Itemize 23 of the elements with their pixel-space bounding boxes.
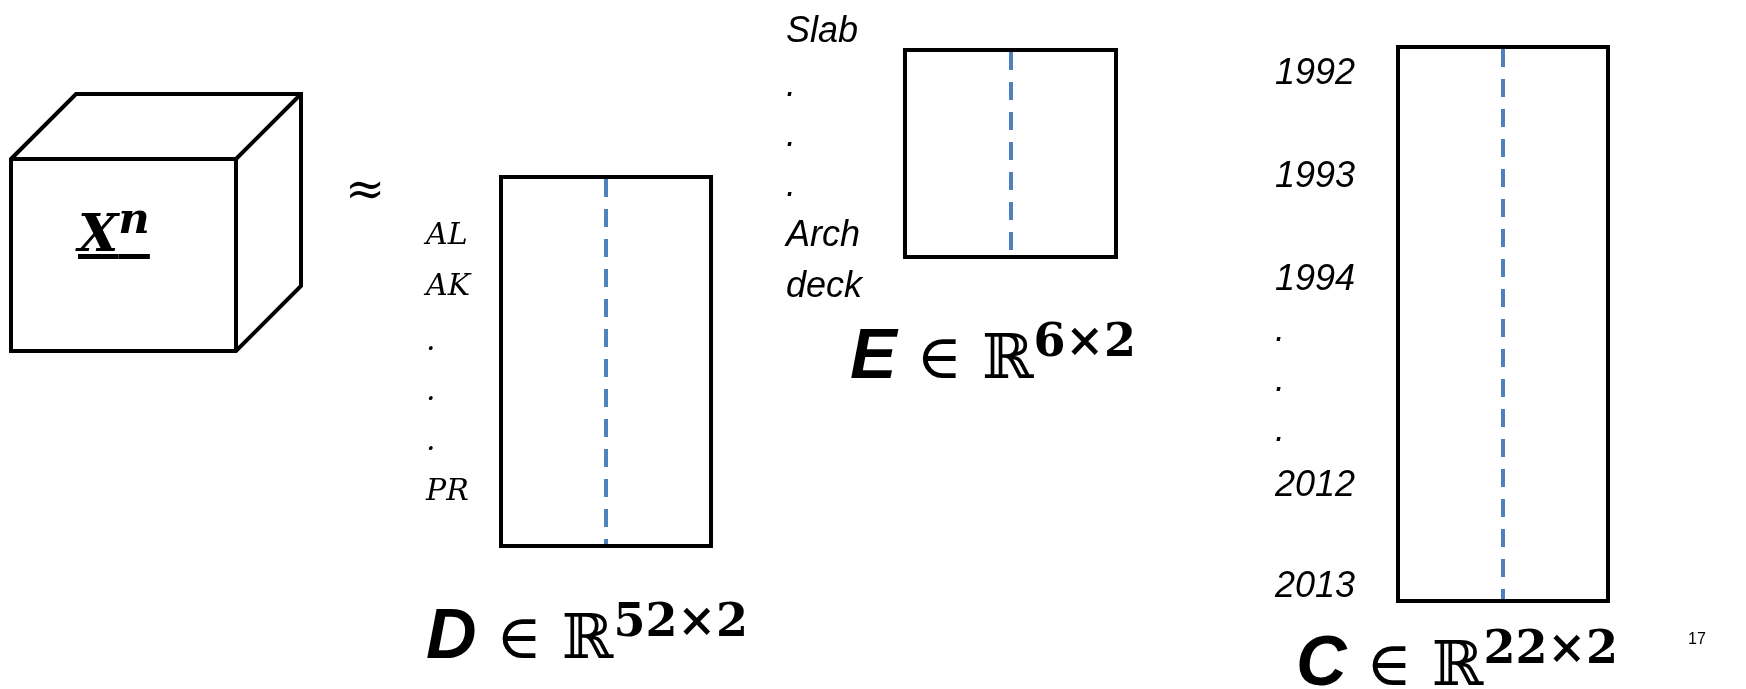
row-label: . (426, 421, 436, 459)
row-label: . (786, 114, 796, 154)
row-label: 1992 (1275, 52, 1356, 92)
row-label: . (426, 321, 436, 359)
row-label: 2012 (1275, 464, 1356, 504)
row-label: PR (426, 471, 469, 509)
row-label: deck (786, 265, 863, 305)
row-label: Slab (786, 10, 859, 50)
row-label: . (426, 371, 436, 409)
page-number: 17 (1688, 630, 1706, 648)
matrix-caption: C ∈ ℝ$^{22×2}$ (1296, 619, 1618, 689)
row-label: 1994 (1275, 258, 1356, 298)
matrix-caption: E ∈ ℝ$^{6×2}$ (850, 312, 1137, 392)
row-label: . (786, 164, 796, 204)
row-label: Arch (786, 214, 861, 254)
row-label: 2013 (1275, 565, 1356, 605)
row-label: 1993 (1275, 155, 1356, 195)
matrix-caption: D ∈ ℝ$^{52×2}$ (426, 592, 748, 672)
row-label: . (786, 64, 796, 104)
approx-sign: ≈ (345, 160, 386, 216)
row-label: . (1275, 309, 1285, 349)
row-label: . (1275, 359, 1285, 399)
row-label: . (1275, 409, 1285, 449)
